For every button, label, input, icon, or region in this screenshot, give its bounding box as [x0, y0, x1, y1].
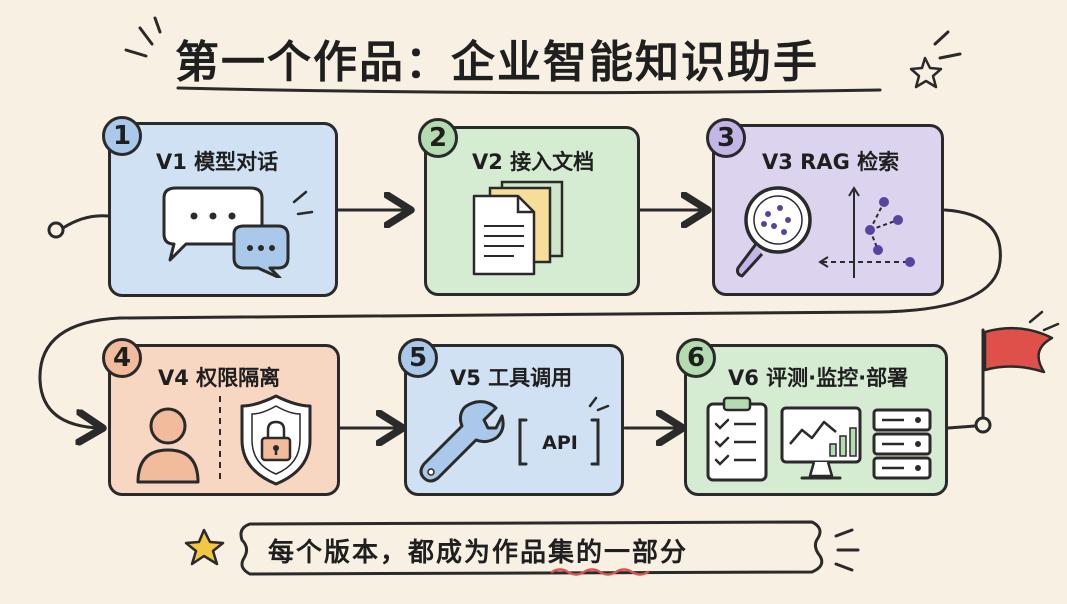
footer-text: 每个版本，都成为作品集的一部分 [268, 538, 689, 568]
footer-sparks-icon [834, 528, 860, 572]
step-badge-1: 1 [102, 116, 142, 156]
step-badge-3: 3 [706, 118, 746, 158]
step-badge-6: 6 [676, 338, 716, 378]
footer-banner-outline [239, 520, 824, 576]
step-label-v6: V6 评测·监控·部署 [728, 366, 909, 390]
api-brackets-icon [518, 396, 610, 466]
page-title: 第一个作品：企业智能知识助手 [175, 37, 819, 88]
api-label: API [542, 432, 578, 454]
step-label-v3: V3 RAG 检索 [762, 150, 900, 174]
step-badge-2: 2 [418, 118, 458, 158]
title-sparks-right-icon [933, 30, 962, 60]
documents-icon [472, 180, 564, 276]
star-outline-icon [909, 56, 943, 89]
chat-bubbles-icon [162, 186, 314, 278]
step-label-v2: V2 接入文档 [472, 150, 595, 174]
magnifier-vector-icon [736, 186, 915, 278]
step-label-v4: V4 权限隔离 [158, 366, 281, 390]
footer-wavy-underline [550, 568, 650, 576]
server-stack-icon [872, 408, 932, 480]
step-label-v5: V5 工具调用 [450, 366, 573, 390]
title-underline [176, 86, 882, 95]
step-label-v1: V1 模型对话 [156, 150, 279, 174]
monitor-chart-icon [780, 406, 862, 480]
step-badge-5: 5 [398, 338, 438, 378]
checklist-icon [706, 396, 768, 482]
title-sparks-left-icon [124, 16, 162, 58]
wrench-icon [419, 400, 505, 483]
star-filled-icon [184, 528, 225, 566]
user-lock-icon [136, 394, 312, 486]
step-badge-4: 4 [102, 338, 142, 378]
finish-flag-icon [981, 310, 1060, 420]
